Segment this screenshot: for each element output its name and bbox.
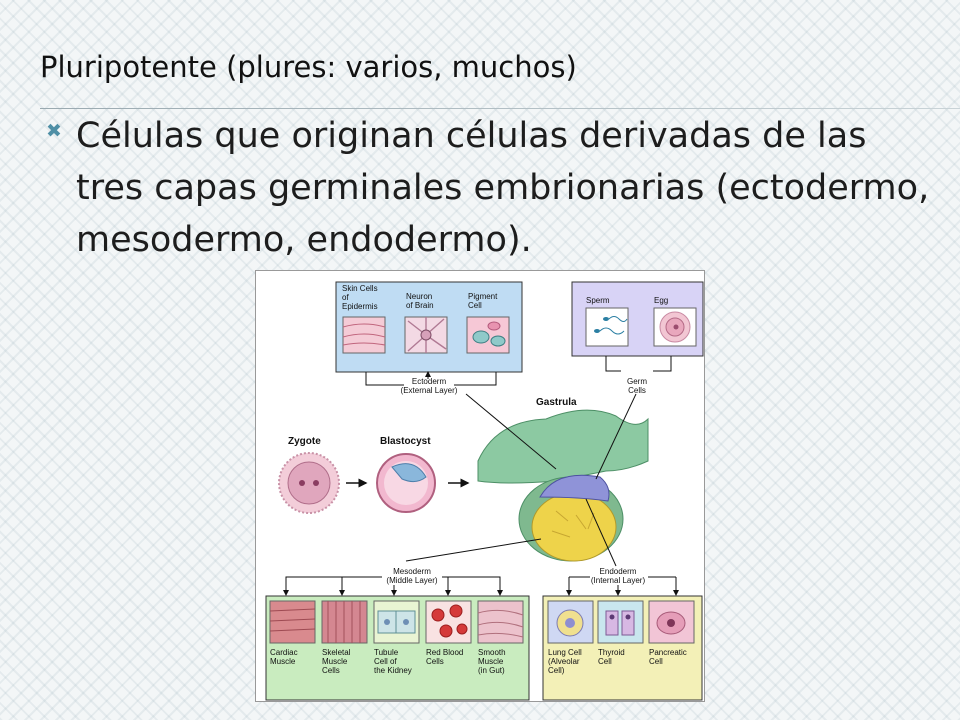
ectoderm-label: Ectoderm(External Layer) bbox=[401, 377, 458, 395]
sperm-illustration bbox=[585, 307, 629, 347]
leader-ectoderm bbox=[465, 393, 557, 470]
bullet-text: Células que originan células derivadas d… bbox=[76, 116, 930, 260]
blastocyst-label: Blastocyst bbox=[380, 436, 431, 447]
leader-germ bbox=[595, 393, 637, 480]
egg-illustration bbox=[653, 307, 697, 347]
endoderm-label: Endoderm(Internal Layer) bbox=[591, 567, 646, 585]
skeletal-muscle-illustration bbox=[321, 600, 368, 644]
leader-endoderm bbox=[585, 498, 617, 567]
gastrula-illustration bbox=[477, 409, 649, 562]
slide-title: Pluripotente (plures: varios, muchos) bbox=[40, 50, 577, 84]
ectoderm-bracket bbox=[365, 372, 497, 386]
pigment-cell-illustration bbox=[466, 316, 510, 354]
gastrula-label: Gastrula bbox=[536, 397, 577, 408]
kidney-tubule-illustration bbox=[373, 600, 420, 644]
zygote-illustration bbox=[278, 452, 340, 514]
skin-cell-illustration bbox=[342, 316, 386, 354]
germ-bracket bbox=[605, 356, 672, 372]
leader-mesoderm bbox=[405, 538, 542, 562]
red-blood-cells-illustration bbox=[425, 600, 472, 644]
lung-cell-illustration bbox=[547, 600, 594, 644]
mesoderm-label: Mesoderm(Middle Layer) bbox=[386, 567, 437, 585]
cardiac-muscle-illustration bbox=[269, 600, 316, 644]
germ-cell-label-egg: Egg bbox=[654, 296, 668, 305]
zygote-label: Zygote bbox=[288, 436, 321, 447]
cross-bullet-icon: ✖ bbox=[46, 120, 62, 142]
blastocyst-illustration bbox=[376, 453, 436, 513]
pancreatic-cell-illustration bbox=[648, 600, 695, 644]
smooth-muscle-illustration bbox=[477, 600, 524, 644]
thyroid-cell-illustration bbox=[597, 600, 644, 644]
neuron-illustration bbox=[404, 316, 448, 354]
title-divider bbox=[40, 108, 960, 109]
germ-cell-label-sperm: Sperm bbox=[586, 296, 610, 305]
